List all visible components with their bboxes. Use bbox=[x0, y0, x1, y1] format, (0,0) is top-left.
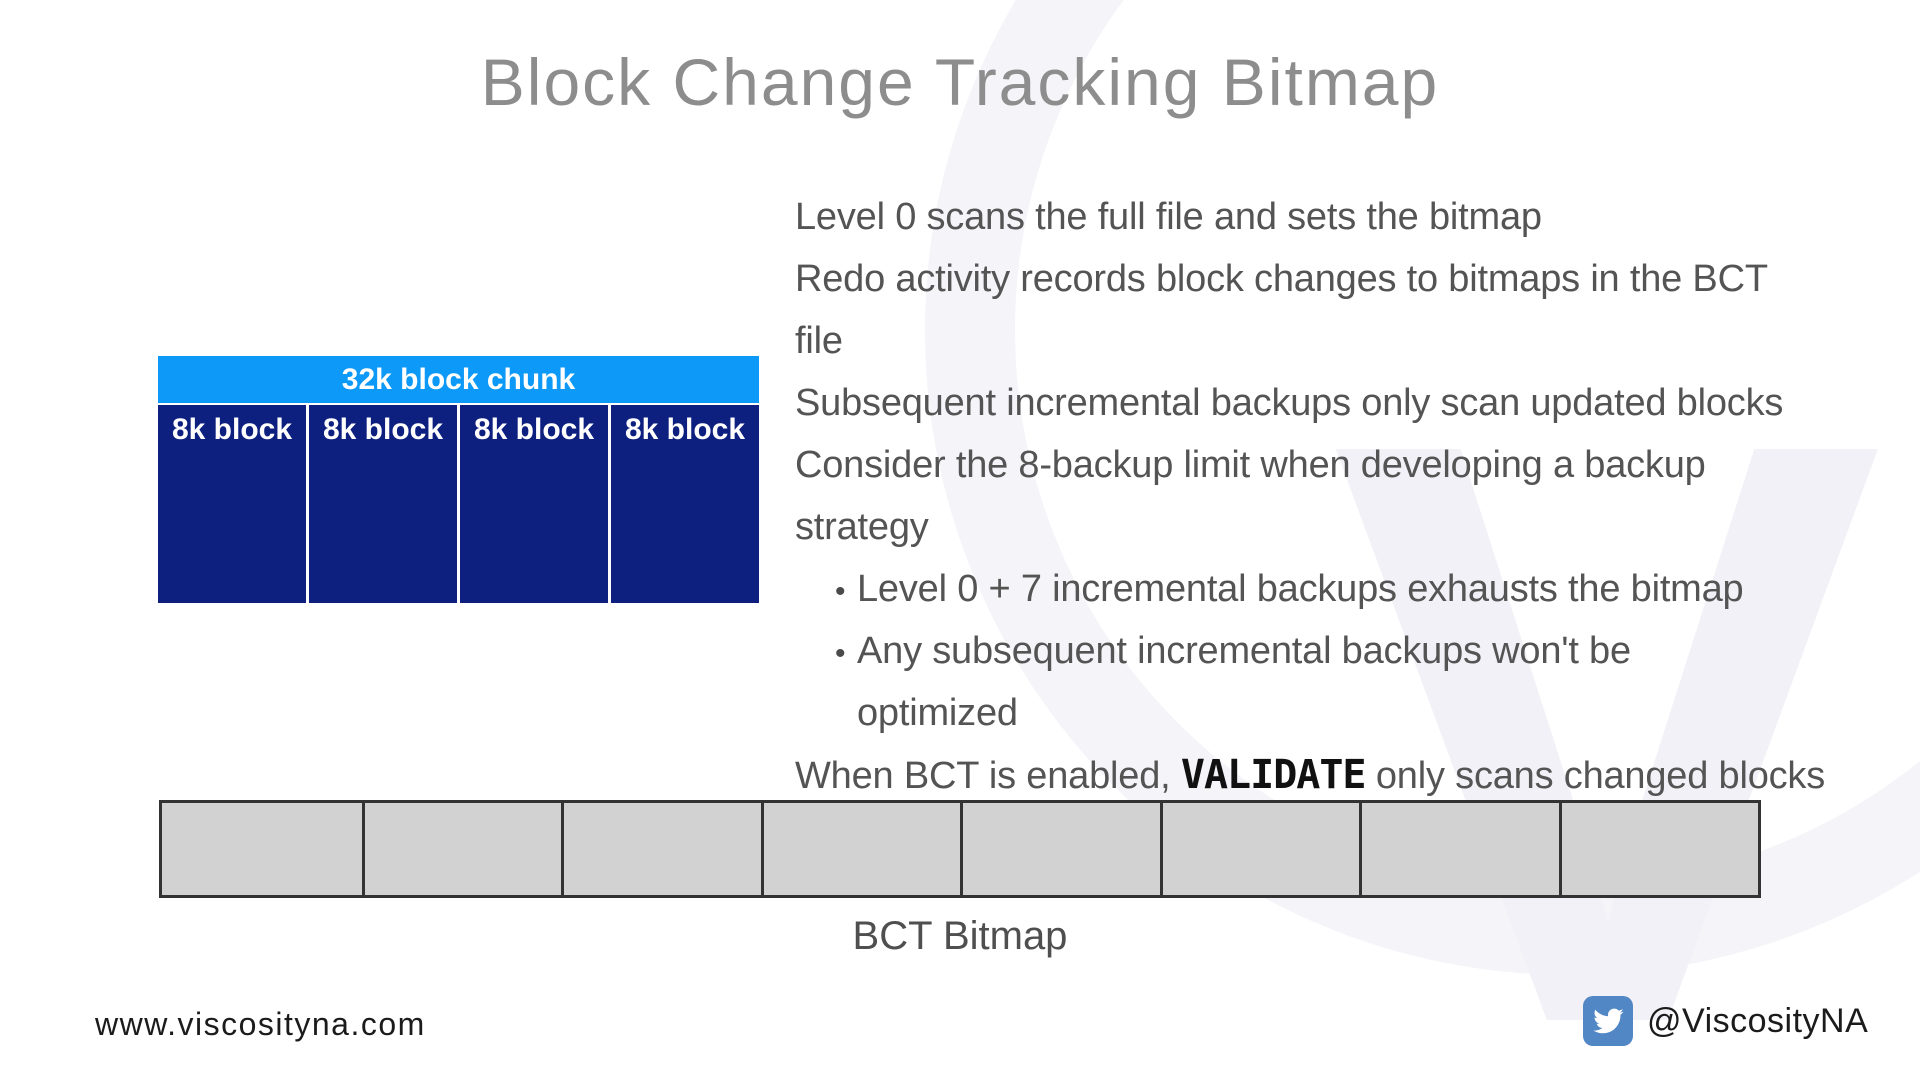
note-line-text: Any subsequent incremental backups won't… bbox=[857, 630, 1631, 672]
bitmap-cell bbox=[162, 803, 362, 895]
chunk-cell: 8k block bbox=[611, 405, 759, 603]
note-line: strategy bbox=[795, 506, 929, 548]
chunk-cell: 8k block bbox=[460, 405, 608, 603]
notes-block: Level 0 scans the full file and sets the… bbox=[795, 186, 1920, 806]
bitmap-cell bbox=[760, 803, 960, 895]
note-line: Subsequent incremental backups only scan… bbox=[795, 382, 1784, 424]
footer-website: www.viscosityna.com bbox=[95, 1006, 426, 1042]
bct-bitmap-label: BCT Bitmap bbox=[852, 914, 1068, 958]
bitmap-cell bbox=[1359, 803, 1559, 895]
note-line-text: When BCT is enabled, bbox=[795, 755, 1181, 797]
note-line: Consider the 8-backup limit when develop… bbox=[795, 444, 1706, 486]
svg-text:V: V bbox=[1330, 269, 1888, 1080]
bitmap-cell bbox=[561, 803, 761, 895]
validate-code-text: VALIDATE bbox=[1180, 752, 1367, 798]
note-line: When BCT is enabled, VALIDATE only scans… bbox=[795, 744, 1920, 806]
bitmap-cell bbox=[1159, 803, 1359, 895]
bitmap-cell bbox=[960, 803, 1160, 895]
note-line: • Any subsequent incremental backups won'… bbox=[795, 620, 1920, 682]
bitmap-cell bbox=[1558, 803, 1758, 895]
chunk-cell: 8k block bbox=[158, 405, 306, 603]
bitmap-cell bbox=[361, 803, 561, 895]
page-title: Block Change Tracking Bitmap bbox=[480, 45, 1440, 119]
bct-bitmap bbox=[159, 800, 1761, 898]
twitter-bird-icon bbox=[1583, 996, 1633, 1046]
note-line: file bbox=[795, 320, 843, 362]
chunk-header: 32k block chunk bbox=[158, 356, 759, 403]
note-line: Redo activity records block changes to b… bbox=[795, 258, 1768, 300]
note-line: optimized bbox=[857, 692, 1018, 734]
note-line: • Level 0 + 7 incremental backups exhaust… bbox=[795, 558, 1920, 620]
note-line-text: Level 0 + 7 incremental backups exhausts… bbox=[857, 568, 1744, 610]
note-line-text: only scans changed blocks bbox=[1365, 755, 1826, 797]
chunk-cell: 8k block bbox=[309, 405, 457, 603]
twitter-handle: @ViscosityNA bbox=[1647, 1001, 1869, 1040]
note-line: Level 0 scans the full file and sets the… bbox=[795, 196, 1542, 238]
twitter-attribution: @ViscosityNA bbox=[1583, 996, 1868, 1046]
bullet-marker: • bbox=[835, 575, 846, 608]
bullet-marker: • bbox=[835, 637, 846, 670]
